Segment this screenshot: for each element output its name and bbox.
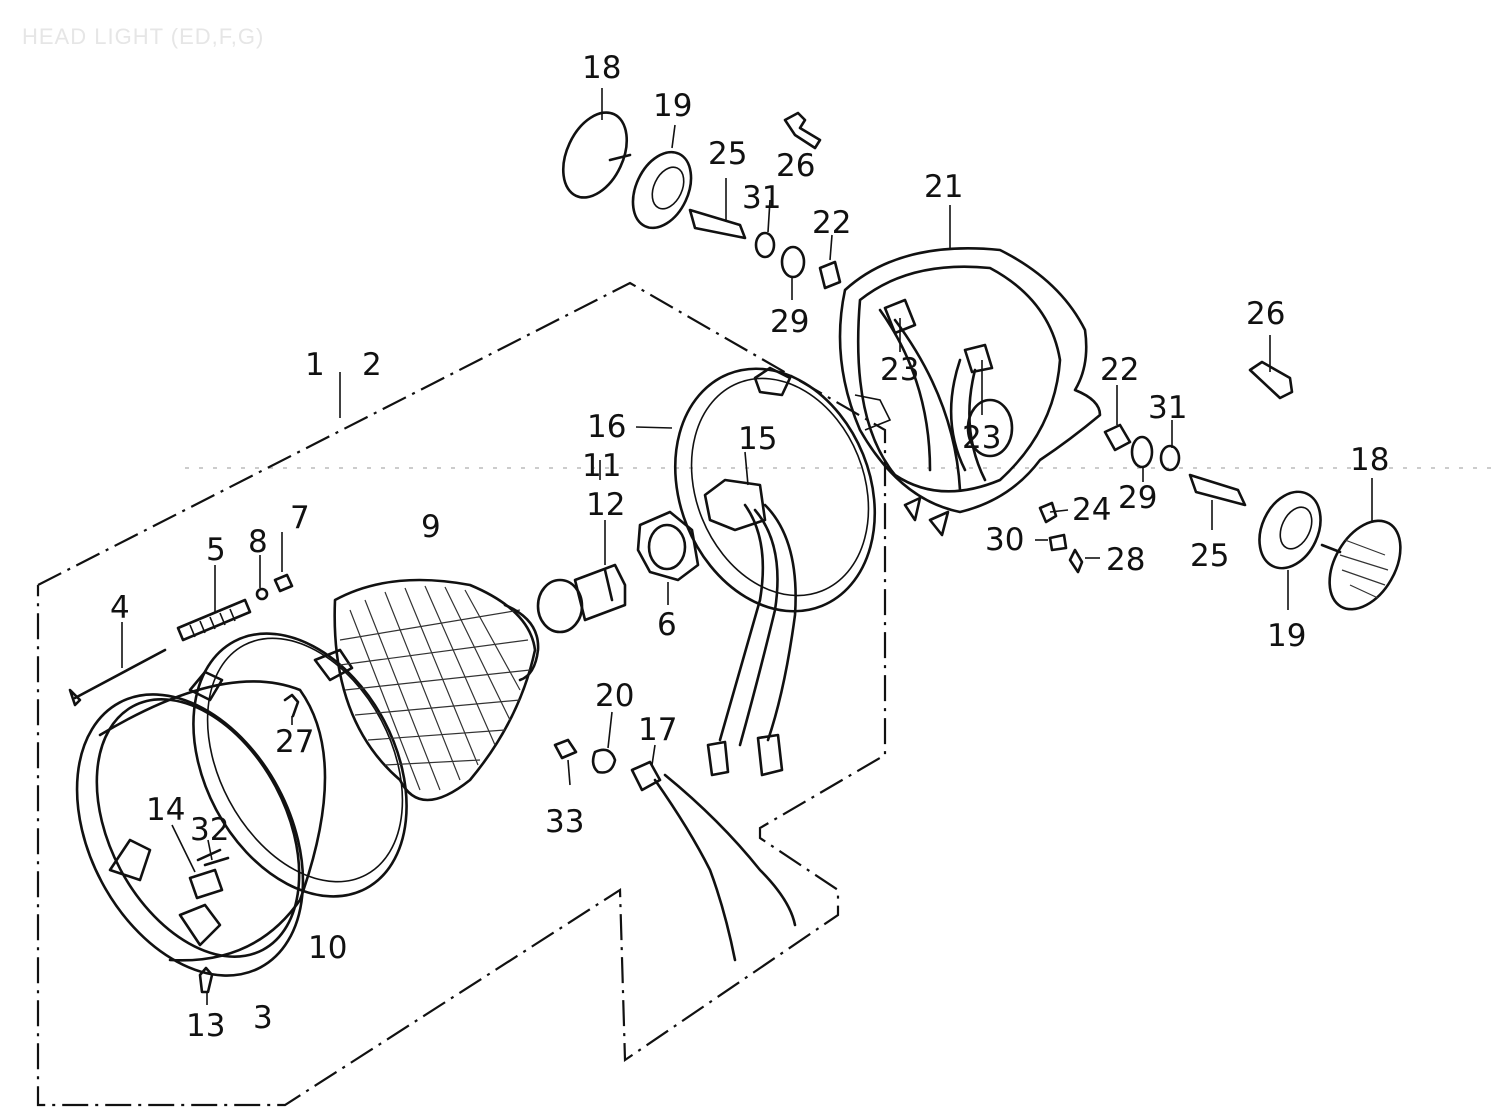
label-23-lower: 23 xyxy=(962,420,1001,456)
socket-part xyxy=(636,510,700,605)
diagram-title: HEAD LIGHT (ED,F,G) xyxy=(22,24,265,49)
label-5: 5 xyxy=(206,532,226,568)
label-20: 20 xyxy=(595,678,634,714)
headlight-case xyxy=(838,205,1102,537)
label-1: 1 xyxy=(305,347,325,383)
label-31-upper: 31 xyxy=(742,180,781,216)
label-3: 3 xyxy=(253,1000,273,1036)
position-lamp-parts xyxy=(553,711,797,962)
callout-labels: 1 2 3 4 5 6 7 8 9 10 11 12 13 14 15 16 1… xyxy=(110,50,1389,1044)
label-4: 4 xyxy=(110,590,130,626)
label-26-upper: 26 xyxy=(776,148,815,184)
label-15: 15 xyxy=(738,421,777,457)
right-mount-group xyxy=(1035,335,1402,611)
mounting-ring-part xyxy=(192,632,408,898)
adjust-screw-set xyxy=(68,532,294,707)
label-16: 16 xyxy=(587,409,626,445)
label-2: 2 xyxy=(362,347,382,383)
label-22-upper: 22 xyxy=(812,205,851,241)
label-26-lower: 26 xyxy=(1246,296,1285,332)
label-23-upper: 23 xyxy=(880,352,919,388)
label-25-lower: 25 xyxy=(1190,538,1229,574)
rim-part xyxy=(75,670,327,977)
sealed-beam-lens xyxy=(333,578,540,802)
label-28: 28 xyxy=(1106,542,1145,578)
label-24: 24 xyxy=(1072,492,1111,528)
label-22-lower: 22 xyxy=(1100,352,1139,388)
label-29-lower: 29 xyxy=(1118,480,1157,516)
label-27: 27 xyxy=(275,724,314,760)
label-13: 13 xyxy=(186,1008,225,1044)
label-25-upper: 25 xyxy=(708,136,747,172)
label-32: 32 xyxy=(190,812,229,848)
upper-mount-group xyxy=(561,88,842,300)
label-21: 21 xyxy=(924,169,963,205)
label-11: 11 xyxy=(582,448,621,484)
label-10: 10 xyxy=(308,930,347,966)
label-6: 6 xyxy=(657,607,677,643)
label-18-lower: 18 xyxy=(1350,442,1389,478)
label-8: 8 xyxy=(248,524,268,560)
label-19-upper: 19 xyxy=(653,88,692,124)
label-31-lower: 31 xyxy=(1148,390,1187,426)
label-14: 14 xyxy=(146,792,185,828)
inner-housing-ring xyxy=(635,366,877,777)
label-12: 12 xyxy=(586,487,625,523)
label-18-upper: 18 xyxy=(582,50,621,86)
label-30: 30 xyxy=(985,522,1024,558)
label-9: 9 xyxy=(421,509,441,545)
bulb-part xyxy=(536,460,627,634)
label-29-upper: 29 xyxy=(770,304,809,340)
assembly-frame xyxy=(36,281,887,1107)
label-7: 7 xyxy=(290,500,310,536)
label-19-lower: 19 xyxy=(1267,618,1306,654)
label-17: 17 xyxy=(638,712,677,748)
small-screws xyxy=(171,693,300,1005)
label-33: 33 xyxy=(545,804,584,840)
